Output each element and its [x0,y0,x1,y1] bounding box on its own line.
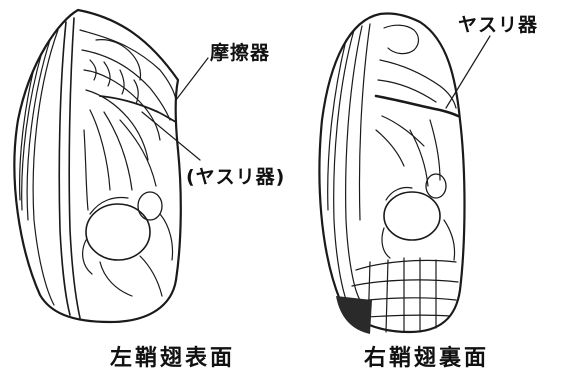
label-left-file: (ヤスリ器) [186,162,285,189]
label-scraper: 摩擦器 [210,38,270,65]
right-elytron-drawing [319,13,464,334]
caption-right-elytron: 右鞘翅裏面 [364,340,489,372]
caption-left-elytron: 左鞘翅表面 [110,340,235,372]
leader-line-scraper [176,58,208,100]
label-right-file: ヤスリ器 [458,10,538,37]
left-elytron-drawing [14,10,180,322]
